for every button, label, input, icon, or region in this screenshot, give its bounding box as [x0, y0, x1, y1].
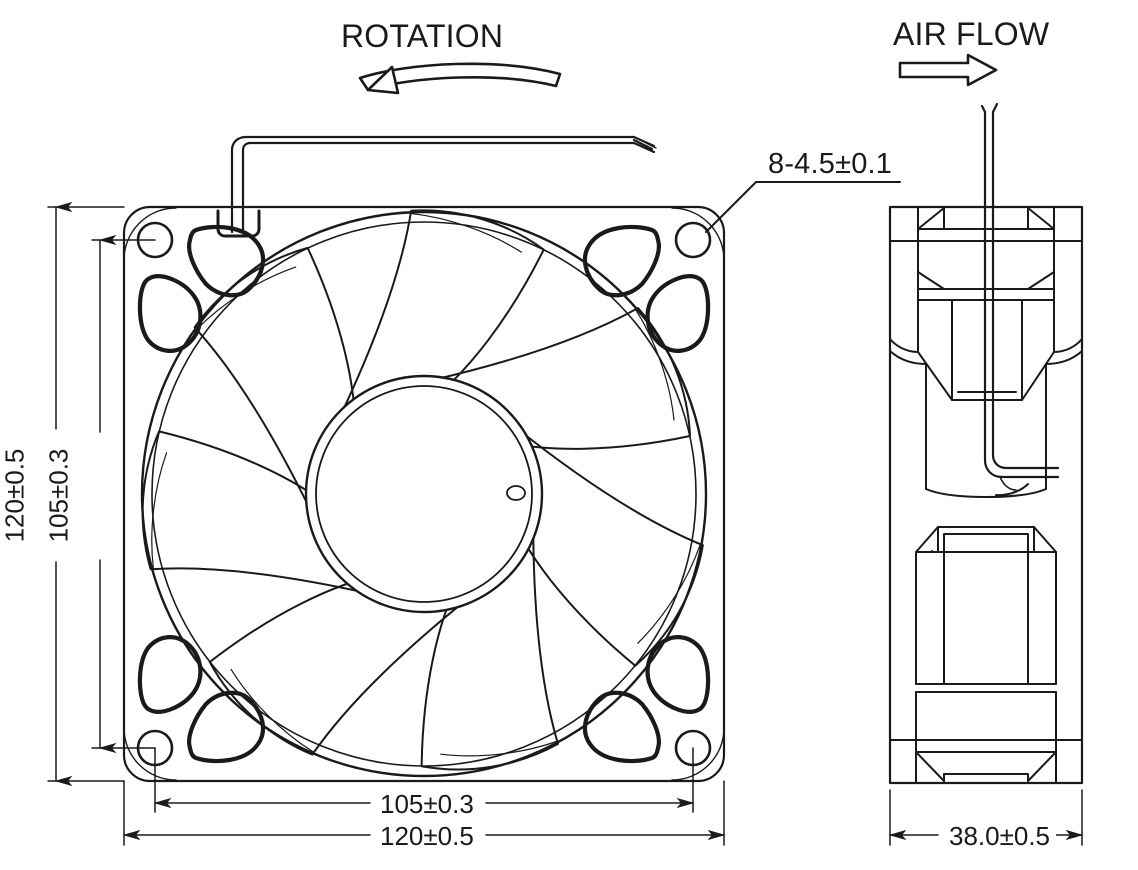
- side-impeller-body: [889, 299, 1083, 401]
- mounting-hole-tr: [674, 221, 712, 259]
- lead-wire-side: [980, 102, 1060, 491]
- fan-bore-outer: [140, 210, 708, 778]
- corner-web-bl-b: [137, 635, 203, 714]
- corner-web-tr-b: [645, 274, 711, 353]
- hole-callout-label: 8-4.5±0.1: [768, 148, 893, 180]
- front-view: [122, 135, 726, 783]
- corner-web-tl-b: [137, 274, 203, 353]
- fan-frame-outline: [122, 205, 726, 783]
- dim-label-height-hole-pitch: 105±0.3: [43, 429, 75, 562]
- lead-wire-front: [230, 135, 657, 234]
- dim-label-width-hole-pitch: 105±0.3: [374, 789, 480, 820]
- side-outer-body: [888, 205, 1084, 785]
- airflow-label: AIR FLOW: [893, 16, 1050, 52]
- wire-exit-boss: [216, 209, 261, 238]
- rotation-arrow-icon: [358, 62, 562, 95]
- hub-marker-oval: [506, 485, 526, 501]
- dim-label-width-overall: 120±0.5: [374, 821, 480, 852]
- corner-web-tr-a: [582, 224, 661, 298]
- airflow-arrow-icon: [898, 53, 998, 87]
- fan-hub-inner: [315, 385, 533, 603]
- hole-callout-leader: [705, 181, 901, 233]
- corner-web-br-a: [582, 690, 661, 764]
- corner-webs: [137, 224, 711, 764]
- corner-web-bl-a: [187, 690, 266, 764]
- side-view: [888, 102, 1084, 785]
- dimension-lines: [47, 201, 1084, 846]
- rotation-label: ROTATION: [341, 18, 504, 54]
- side-motor-mount: [915, 526, 1057, 685]
- dim-label-depth: 38.0±0.5: [943, 821, 1057, 852]
- dim-label-height-overall: 120±0.5: [0, 429, 31, 562]
- side-lower-flange: [889, 683, 1083, 784]
- corner-web-br-b: [645, 635, 711, 714]
- frame-inner-relief: [123, 207, 725, 781]
